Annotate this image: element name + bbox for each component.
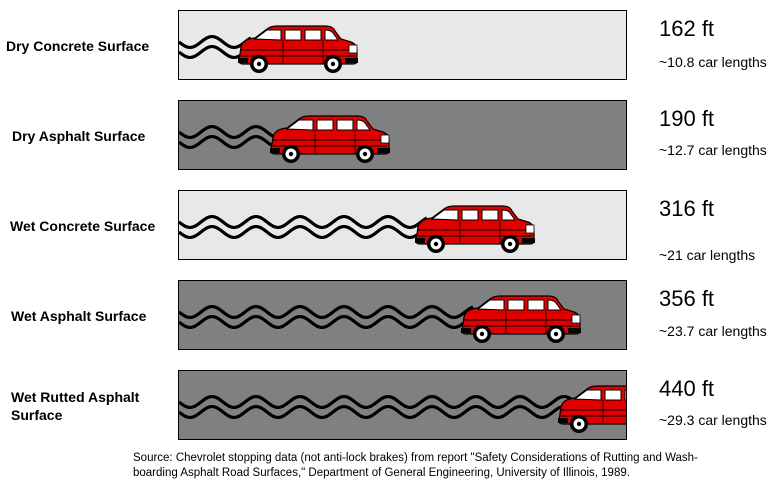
skid-mark	[179, 304, 474, 320]
car-lengths: ~21 car lengths	[659, 247, 756, 263]
minivan-icon	[461, 295, 581, 343]
minivan-icon	[558, 385, 626, 433]
skid-car-graphic	[179, 295, 581, 343]
skid-mark	[179, 214, 428, 230]
skid-mark	[179, 34, 252, 50]
skid-mark	[179, 314, 474, 330]
skid-mark	[179, 404, 572, 420]
source-line-2: boarding Asphalt Road Surfaces," Departm…	[133, 467, 630, 479]
stopping-distance: 440 ft	[659, 376, 715, 401]
surface-label: Wet Asphalt Surface	[11, 308, 147, 324]
skid-mark	[179, 44, 252, 60]
skid-mark	[179, 134, 284, 150]
surface-label: Wet Concrete Surface	[10, 218, 156, 234]
row-dry-concrete: Dry Concrete Surface 162 ft ~10.8 car le…	[0, 10, 782, 82]
road-panel	[178, 100, 627, 170]
surface-label: Dry Concrete Surface	[6, 38, 150, 54]
stopping-distance: 162 ft	[659, 16, 715, 41]
skid-mark	[179, 124, 284, 140]
stopping-distance: 356 ft	[659, 286, 715, 311]
car-lengths: ~10.8 car lengths	[659, 54, 767, 70]
row-wet-asphalt: Wet Asphalt Surface 356 ft ~23.7 car len…	[0, 280, 782, 352]
car-lengths: ~23.7 car lengths	[659, 323, 767, 339]
stopping-distance: 190 ft	[659, 106, 715, 131]
surface-label: Dry Asphalt Surface	[12, 128, 146, 144]
road-panel	[178, 190, 627, 260]
stopping-distance: 316 ft	[659, 196, 715, 221]
car-lengths: ~12.7 car lengths	[659, 142, 767, 158]
skid-car-graphic	[179, 385, 626, 433]
skid-car-graphic	[179, 25, 358, 73]
surface-label: Wet Rutted Asphalt Surface	[11, 389, 140, 423]
road-panel	[178, 280, 627, 350]
skid-car-graphic	[179, 115, 390, 163]
skid-mark	[179, 394, 572, 410]
row-dry-asphalt: Dry Asphalt Surface 190 ft ~12.7 car len…	[0, 100, 782, 172]
car-lengths: ~29.3 car lengths	[659, 412, 767, 428]
road-panel	[178, 370, 627, 440]
minivan-icon	[270, 115, 390, 163]
skid-car-graphic	[179, 205, 535, 253]
row-wet-rutted-asphalt: Wet Rutted Asphalt Surface 440 ft ~29.3 …	[0, 370, 782, 442]
minivan-icon	[415, 205, 535, 253]
row-wet-concrete: Wet Concrete Surface 316 ft ~21 car leng…	[0, 190, 782, 263]
minivan-icon	[238, 25, 358, 73]
road-panel	[178, 10, 627, 80]
source-citation: Source: Chevrolet stopping data (not ant…	[133, 451, 773, 481]
source-line-1: Source: Chevrolet stopping data (not ant…	[133, 452, 698, 464]
skid-mark	[179, 224, 428, 240]
